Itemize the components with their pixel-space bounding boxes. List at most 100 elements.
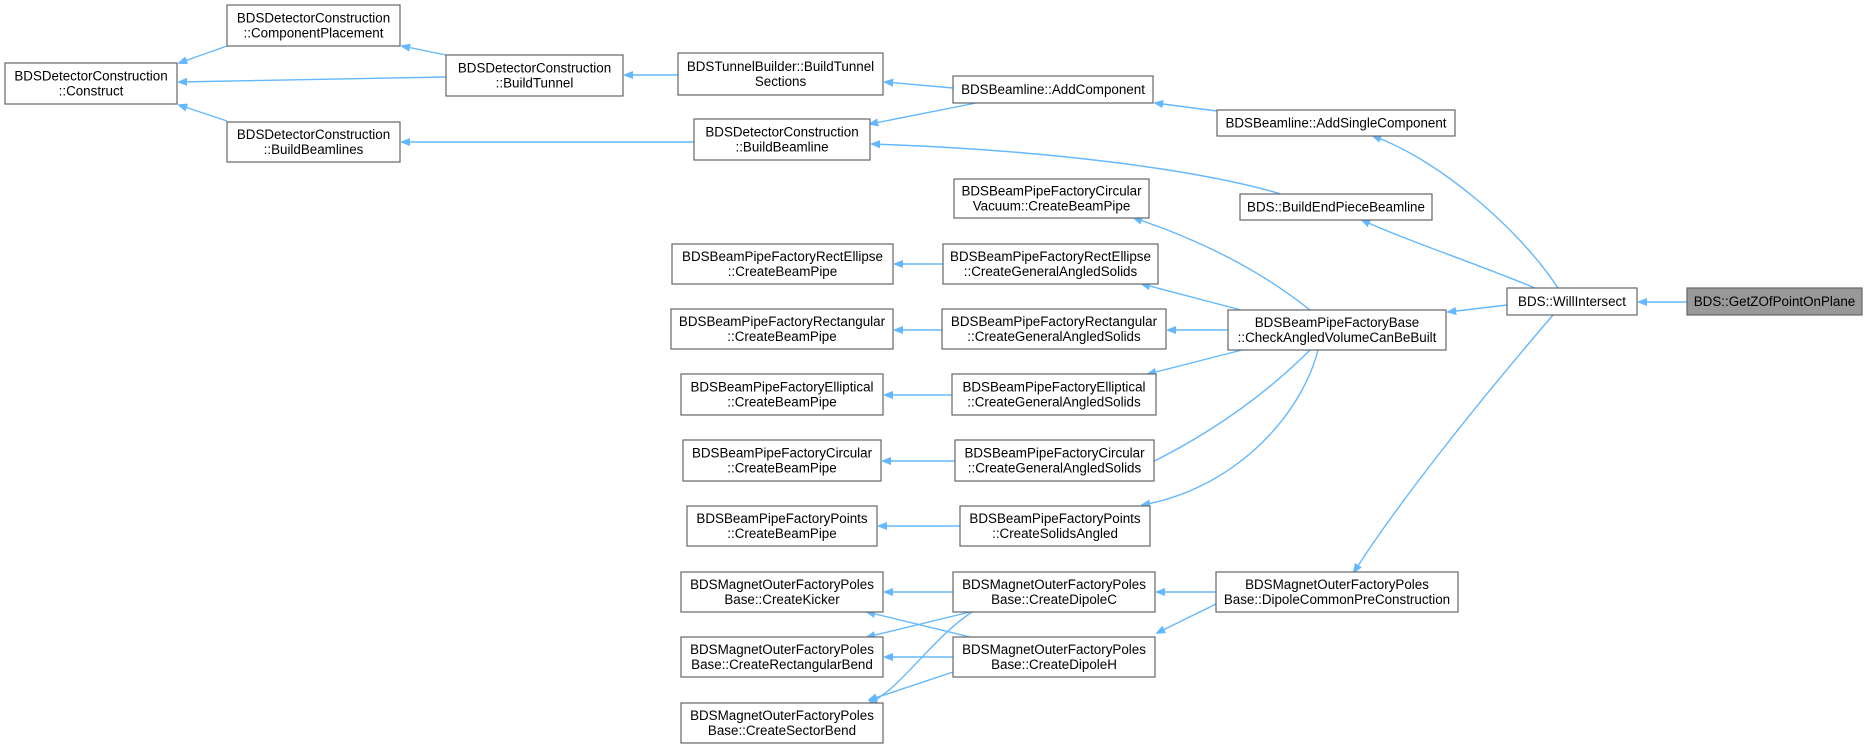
node-box [680,571,884,613]
node-buildBeamlines[interactable]: BDSDetectorConstruction::BuildBeamlines [226,121,401,163]
node-label-line: BDSBeamPipeFactoryRectangular [679,314,886,329]
node-createKicker[interactable]: BDSMagnetOuterFactoryPolesBase::CreateKi… [680,571,884,613]
node-construct[interactable]: BDSDetectorConstruction::Construct [4,62,178,105]
node-willIntersect[interactable]: BDS::WillIntersect [1506,287,1638,316]
node-label-line: ::BuildBeamlines [264,142,364,157]
edge-checkAngled-to-pointsSolids [1142,349,1319,505]
node-box [680,702,884,744]
edge-buildEndPiece-to-buildBeamline [872,144,1282,195]
node-box [1216,109,1456,137]
node-label-line: Base::CreateKicker [724,592,840,607]
node-label-line: BDSMagnetOuterFactoryPoles [962,642,1146,657]
node-checkAngled[interactable]: BDSBeamPipeFactoryBase::CheckAngledVolum… [1227,309,1447,351]
node-label-line: BDSBeamPipeFactoryElliptical [690,380,873,395]
node-label-line: ::CreateBeamPipe [727,526,836,541]
node-circVacuum[interactable]: BDSBeamPipeFactoryCircularVacuum::Create… [953,178,1150,219]
node-dipoleC[interactable]: BDSMagnetOuterFactoryPolesBase::CreateDi… [952,571,1156,613]
node-label-line: Sections [755,74,807,89]
node-dipoleCommon[interactable]: BDSMagnetOuterFactoryPolesBase::DipoleCo… [1215,571,1459,613]
node-box [680,636,884,678]
node-pointsSolids[interactable]: BDSBeamPipeFactoryPoints::CreateSolidsAn… [959,505,1151,547]
edge-componentPlacement-to-construct [179,45,228,63]
edge-dipoleH-to-createKicker [867,612,971,638]
node-label-line: ::CreateGeneralAngledSolids [968,461,1142,476]
node-box [682,439,882,482]
node-label-line: BDSBeamPipeFactoryPoints [696,511,867,526]
node-label-line: BDSMagnetOuterFactoryPoles [1245,577,1429,592]
node-rectEllipseSolids[interactable]: BDSBeamPipeFactoryRectEllipse::CreateGen… [942,243,1159,285]
node-label-line: Base::CreateDipoleC [991,592,1117,607]
edges-layer [179,46,1687,703]
node-addComponent[interactable]: BDSBeamline::AddComponent [952,75,1154,104]
node-box [941,308,1167,350]
edge-buildTunnel-to-componentPlacement [402,46,447,56]
node-label-line: BDSBeamPipeFactoryCircular [961,184,1142,199]
node-box [4,62,178,105]
node-box [959,505,1151,547]
node-label-line: BDS::BuildEndPieceBeamline [1247,200,1425,215]
node-rectEllipsePipe[interactable]: BDSBeamPipeFactoryRectEllipse::CreateBea… [671,243,894,285]
node-circularSolids[interactable]: BDSBeamPipeFactoryCircular::CreateGenera… [954,439,1155,482]
node-label-line: BDSBeamPipeFactoryRectEllipse [950,249,1151,264]
node-componentPlacement[interactable]: BDSDetectorConstruction::ComponentPlacem… [226,4,401,47]
node-label-line: BDSMagnetOuterFactoryPoles [690,577,874,592]
node-box [226,4,401,47]
edge-addComponent-to-tunnelBuilder [885,82,954,89]
node-box [671,243,894,285]
node-label-line: BDSMagnetOuterFactoryPoles [962,577,1146,592]
edge-addSingleComponent-to-addComponent [1155,103,1218,112]
node-buildEndPiece[interactable]: BDS::BuildEndPieceBeamline [1239,193,1433,221]
node-box [686,505,878,547]
edge-dipoleH-to-createSectorBend [869,671,954,700]
node-label-line: BDSMagnetOuterFactoryPoles [690,642,874,657]
node-label-line: BDSDetectorConstruction [237,127,390,142]
edge-willIntersect-to-addSingleComponent [1373,136,1559,289]
node-label-line: ::CheckAngledVolumeCanBeBuilt [1238,330,1437,345]
node-label-line: ::CreateBeamPipe [727,395,836,410]
node-rectangularPipe[interactable]: BDSBeamPipeFactoryRectangular::CreateBea… [670,308,894,350]
node-rectangularSolids[interactable]: BDSBeamPipeFactoryRectangular::CreateGen… [941,308,1167,350]
node-box [1215,571,1459,613]
node-buildBeamline[interactable]: BDSDetectorConstruction::BuildBeamline [693,118,871,161]
edge-willIntersect-to-checkAngled [1448,304,1508,312]
node-box [1686,287,1863,316]
node-label-line: BDSBeamPipeFactoryRectangular [951,314,1158,329]
node-label-line: BDSBeamPipeFactoryRectEllipse [682,249,883,264]
node-label-line: BDS::WillIntersect [1518,294,1626,309]
node-label-line: ::BuildBeamline [735,140,828,155]
node-label-line: Vacuum::CreateBeamPipe [973,199,1131,214]
node-label-line: BDSDetectorConstruction [14,69,167,84]
node-box [942,243,1159,285]
node-box [1239,193,1433,221]
node-buildTunnel[interactable]: BDSDetectorConstruction::BuildTunnel [445,54,624,97]
node-ellipticalSolids[interactable]: BDSBeamPipeFactoryElliptical::CreateGene… [951,373,1157,416]
node-addSingleComponent[interactable]: BDSBeamline::AddSingleComponent [1216,109,1456,137]
node-box [952,571,1156,613]
node-dipoleH[interactable]: BDSMagnetOuterFactoryPolesBase::CreateDi… [952,636,1156,678]
node-label-line: BDSBeamPipeFactoryBase [1255,315,1419,330]
edge-buildBeamlines-to-construct [179,105,228,122]
edge-dipoleCommon-to-dipoleH [1157,603,1217,633]
edge-buildTunnel-to-construct [179,76,447,82]
node-label-line: ::CreateBeamPipe [727,329,836,344]
node-box [953,178,1150,219]
node-label-line: BDSTunnelBuilder::BuildTunnel [687,59,874,74]
node-label-line: BDSDetectorConstruction [705,125,858,140]
node-box [952,75,1154,104]
node-getZ[interactable]: BDS::GetZOfPointOnPlane [1686,287,1863,316]
node-label-line: Base::CreateDipoleH [991,657,1117,672]
edge-willIntersect-to-buildEndPiece [1362,220,1536,289]
node-label-line: ::CreateGeneralAngledSolids [967,329,1141,344]
node-label-line: ::CreateGeneralAngledSolids [967,395,1141,410]
node-label-line: ::BuildTunnel [496,76,574,91]
node-label-line: Base::CreateSectorBend [708,723,856,738]
node-ellipticalPipe[interactable]: BDSBeamPipeFactoryElliptical::CreateBeam… [680,373,884,416]
node-createRectBend[interactable]: BDSMagnetOuterFactoryPolesBase::CreateRe… [680,636,884,678]
node-pointsPipe[interactable]: BDSBeamPipeFactoryPoints::CreateBeamPipe [686,505,878,547]
edge-addComponent-to-buildBeamline [870,102,977,124]
node-label-line: BDSDetectorConstruction [458,61,611,76]
node-circularPipe[interactable]: BDSBeamPipeFactoryCircular::CreateBeamPi… [682,439,882,482]
node-createSectorBend[interactable]: BDSMagnetOuterFactoryPolesBase::CreateSe… [680,702,884,744]
